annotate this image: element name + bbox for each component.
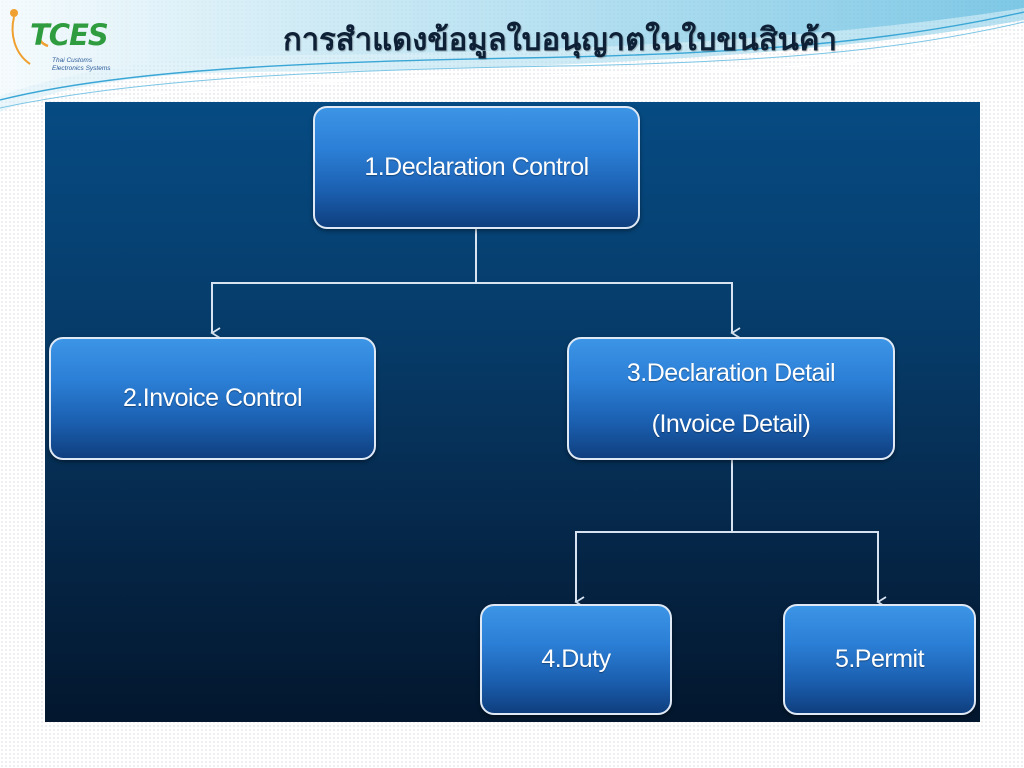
logo-swoosh-icon (10, 9, 49, 65)
connector-3-5 (732, 531, 887, 608)
node-label-secondary: (Invoice Detail) (651, 409, 811, 438)
node-label: 5.Permit (834, 645, 925, 673)
logo-subtitle: Thai Customs Electronics Systems (52, 57, 132, 73)
tces-logo: TCES Thai Customs Electronics Systems (8, 8, 133, 73)
logo-subtitle-line2: Electronics Systems (52, 65, 111, 72)
connector-3-4 (574, 459, 733, 608)
connector-1-3 (476, 282, 741, 339)
diagram-panel: 1.Declaration Control 2.Invoice Control … (45, 102, 980, 722)
node-declaration-detail: 3.Declaration Detail (Invoice Detail) (567, 337, 895, 460)
header-waves (0, 0, 1024, 113)
node-permit: 5.Permit (783, 604, 976, 715)
node-label: 4.Duty (541, 645, 611, 673)
node-duty: 4.Duty (480, 604, 672, 715)
node-invoice-control: 2.Invoice Control (49, 337, 376, 460)
node-label: 3.Declaration Detail (626, 358, 836, 387)
logo-subtitle-line1: Thai Customs (52, 57, 93, 64)
connector-1-2 (210, 229, 477, 339)
logo-text: TCES (30, 18, 109, 52)
connectors (210, 229, 887, 608)
node-label: 2.Invoice Control (122, 384, 303, 412)
slide-title: การสำแดงข้อมูลใบอนุญาตในใบขนสินค้า (282, 22, 837, 58)
node-label: 1.Declaration Control (364, 153, 589, 181)
node-declaration-control: 1.Declaration Control (313, 106, 640, 229)
